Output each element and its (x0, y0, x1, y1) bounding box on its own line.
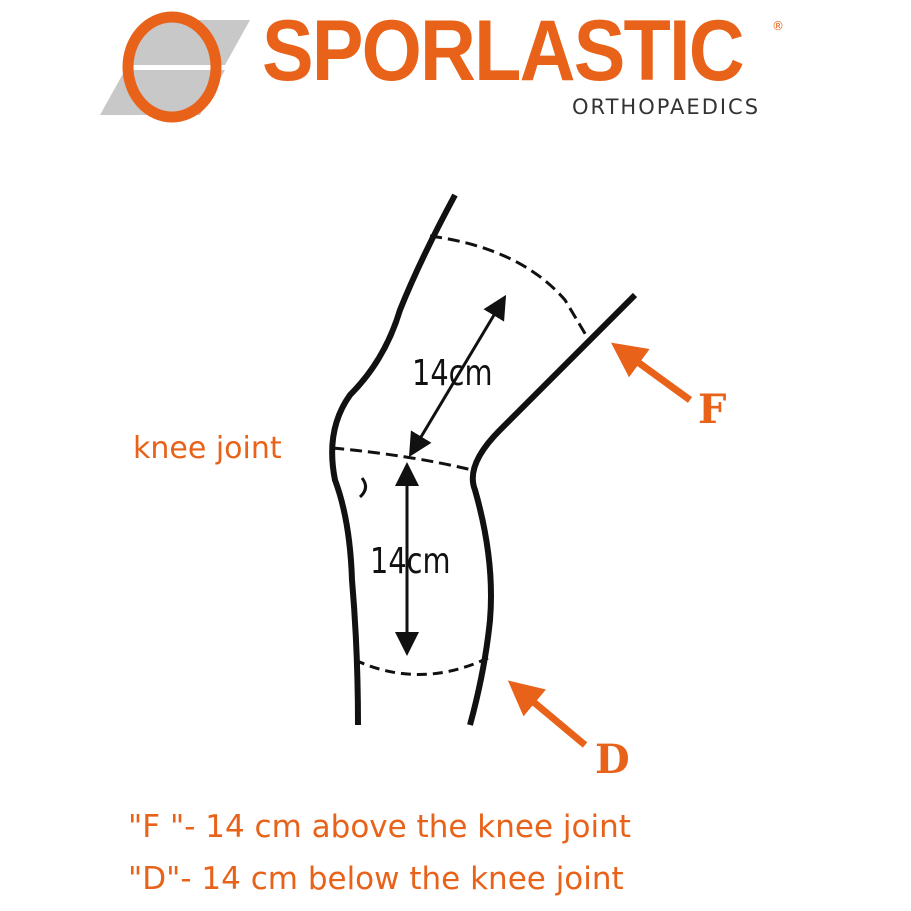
logo-brand: SPORLASTIC (262, 3, 745, 99)
marker-d: D (595, 736, 630, 783)
lower-distance-label: 14cm (370, 541, 451, 582)
upper-measure-line (429, 234, 592, 343)
legend-f: "F "- 14 cm above the knee joint (128, 809, 631, 845)
logo-mark (100, 11, 250, 123)
logo-tagline: ORTHOPAEDICS (572, 95, 761, 119)
leg-front-outline (329, 193, 458, 726)
lower-measure-line (354, 656, 489, 676)
logo-registered: ® (772, 19, 784, 33)
leg-back-outline (467, 292, 638, 726)
f-pointer-arrow (611, 342, 693, 403)
d-pointer-arrow (507, 680, 588, 748)
marker-f: F (698, 386, 727, 433)
kneecap-mark (358, 477, 367, 499)
knee-joint-label: knee joint (133, 431, 282, 466)
upper-distance-label: 14cm (412, 353, 493, 394)
upper-distance-arrow (408, 294, 507, 458)
knee-joint-line (331, 446, 473, 472)
legend-d: "D"- 14 cm below the knee joint (128, 861, 624, 897)
